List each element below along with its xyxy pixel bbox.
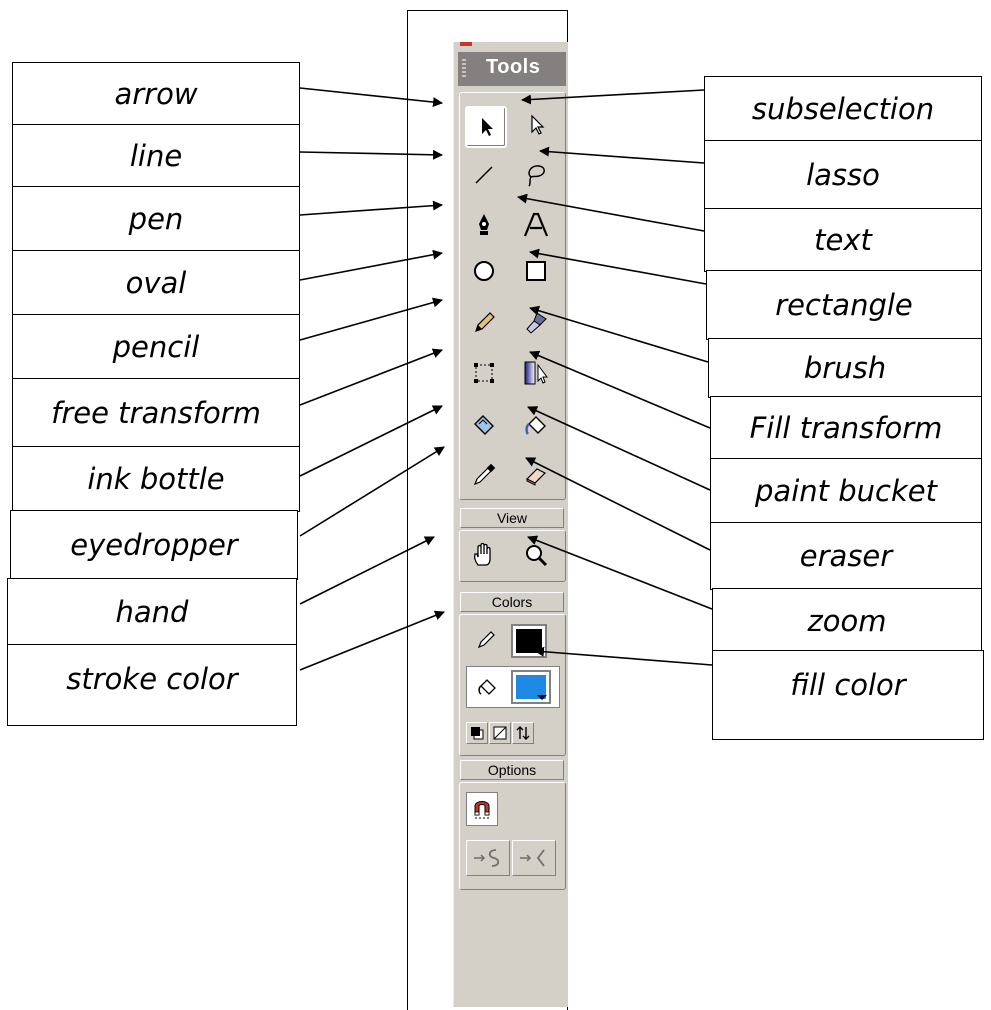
label-stroke-color: stroke color	[7, 644, 297, 726]
ink-bottle-tool[interactable]	[465, 406, 503, 444]
label-pencil: pencil	[12, 314, 300, 380]
arrow-tool[interactable]	[465, 106, 507, 148]
label-eraser: eraser	[710, 522, 982, 590]
label-fill-transform: Fill transform	[710, 396, 982, 460]
grip-icon[interactable]	[462, 59, 466, 79]
eraser-icon	[525, 468, 547, 486]
label-arrow: arrow	[12, 62, 300, 126]
smooth-button[interactable]	[466, 840, 510, 876]
options-header: Options	[460, 760, 564, 780]
straighten-button[interactable]	[512, 840, 556, 876]
pencil-tool[interactable]	[465, 304, 503, 342]
fill-color-swatch[interactable]	[511, 670, 551, 704]
arrow-to-zoom-tool	[527, 535, 713, 610]
eyedropper-tool[interactable]	[465, 456, 503, 494]
smooth-icon	[474, 849, 500, 867]
label-ink-bottle: ink bottle	[12, 446, 300, 512]
subselection-tool[interactable]	[517, 106, 555, 144]
tools-title: Tools	[486, 56, 541, 78]
swap-colors-icon	[516, 726, 530, 740]
oval-tool[interactable]	[465, 252, 503, 290]
label-zoom: zoom	[712, 588, 982, 654]
arrow-to-fill-transform-tool	[529, 350, 711, 429]
arrow-to-eraser-tool	[525, 457, 711, 551]
arrow-to-pen-tool	[299, 200, 443, 216]
arrow-to-rectangle-tool	[529, 248, 707, 285]
ink-bottle-icon	[474, 415, 494, 435]
subselection-icon	[531, 114, 545, 135]
arrow-to-subselection-tool	[521, 89, 705, 105]
arrow-to-free-transform-tool	[299, 348, 443, 406]
no-color-button[interactable]	[489, 722, 511, 744]
arrow-to-paint-bucket-tool	[527, 406, 711, 491]
arrow-to-line-tool	[299, 149, 443, 160]
swap-colors-button[interactable]	[512, 722, 534, 744]
eyedropper-icon	[473, 463, 496, 486]
line-tool[interactable]	[465, 156, 503, 194]
arrow-to-arrow-tool	[299, 87, 443, 108]
arrow-to-stroke-color	[299, 610, 445, 671]
tools-titlebar[interactable]: Tools	[458, 52, 566, 86]
arrow-to-text-tool	[517, 193, 705, 232]
stroke-color-swatch[interactable]	[511, 624, 547, 658]
arrow-to-ink-bottle-tool	[299, 405, 443, 477]
colors-header: Colors	[460, 592, 564, 612]
zoom-tool[interactable]	[517, 536, 555, 574]
magnet-icon	[474, 801, 490, 819]
arrow-to-lasso-tool	[539, 146, 705, 164]
arrow-to-pencil-tool	[299, 297, 443, 341]
oval-icon	[474, 261, 494, 281]
fill-transform-icon	[524, 361, 548, 385]
hand-icon	[473, 542, 491, 566]
arrow-to-oval-tool	[299, 249, 443, 281]
stroke-pencil-icon	[470, 622, 504, 656]
default-colors-button[interactable]	[466, 722, 488, 744]
pen-tool[interactable]	[465, 206, 503, 244]
label-pen: pen	[12, 186, 300, 252]
straighten-icon	[520, 849, 545, 867]
arrow-to-hand-tool	[299, 536, 435, 605]
panel-indicator	[460, 42, 472, 46]
text-tool[interactable]	[517, 206, 555, 244]
zoom-icon	[526, 545, 548, 567]
fill-bucket-icon	[470, 670, 504, 704]
label-rectangle: rectangle	[706, 270, 982, 340]
lasso-icon	[528, 165, 545, 187]
arrow-icon	[482, 118, 493, 136]
arrow-to-brush-tool	[529, 305, 709, 363]
label-eyedropper: eyedropper	[10, 510, 298, 580]
snap-magnet-button[interactable]	[466, 792, 498, 826]
view-header: View	[460, 508, 564, 528]
no-color-icon	[493, 726, 507, 740]
label-free-transform: free transform	[12, 378, 300, 448]
arrow-to-fill-color	[534, 646, 713, 666]
default-colors-icon	[471, 727, 484, 740]
arrow-to-eyedropper-tool	[299, 446, 445, 537]
fill-transform-tool[interactable]	[517, 354, 555, 392]
tools-group	[459, 92, 566, 500]
label-brush: brush	[708, 338, 982, 398]
label-lasso: lasso	[704, 140, 982, 210]
free-transform-icon	[474, 363, 494, 383]
brush-icon	[526, 312, 547, 334]
brush-tool[interactable]	[517, 304, 555, 342]
lasso-tool[interactable]	[517, 156, 555, 194]
label-paint-bucket: paint bucket	[710, 458, 982, 524]
free-transform-tool[interactable]	[465, 354, 503, 392]
rectangle-icon	[526, 261, 546, 281]
hand-tool[interactable]	[465, 536, 503, 574]
pen-icon	[479, 214, 489, 235]
pencil-icon	[475, 312, 495, 332]
label-subselection: subselection	[704, 76, 982, 142]
label-fill-color: fill color	[712, 650, 984, 740]
text-icon	[523, 212, 549, 237]
label-hand: hand	[7, 578, 297, 646]
paint-bucket-icon	[525, 416, 546, 435]
line-icon	[475, 166, 493, 184]
eraser-tool[interactable]	[517, 456, 555, 494]
label-oval: oval	[12, 250, 300, 316]
paint-bucket-tool[interactable]	[517, 406, 555, 444]
rectangle-tool[interactable]	[517, 252, 555, 290]
